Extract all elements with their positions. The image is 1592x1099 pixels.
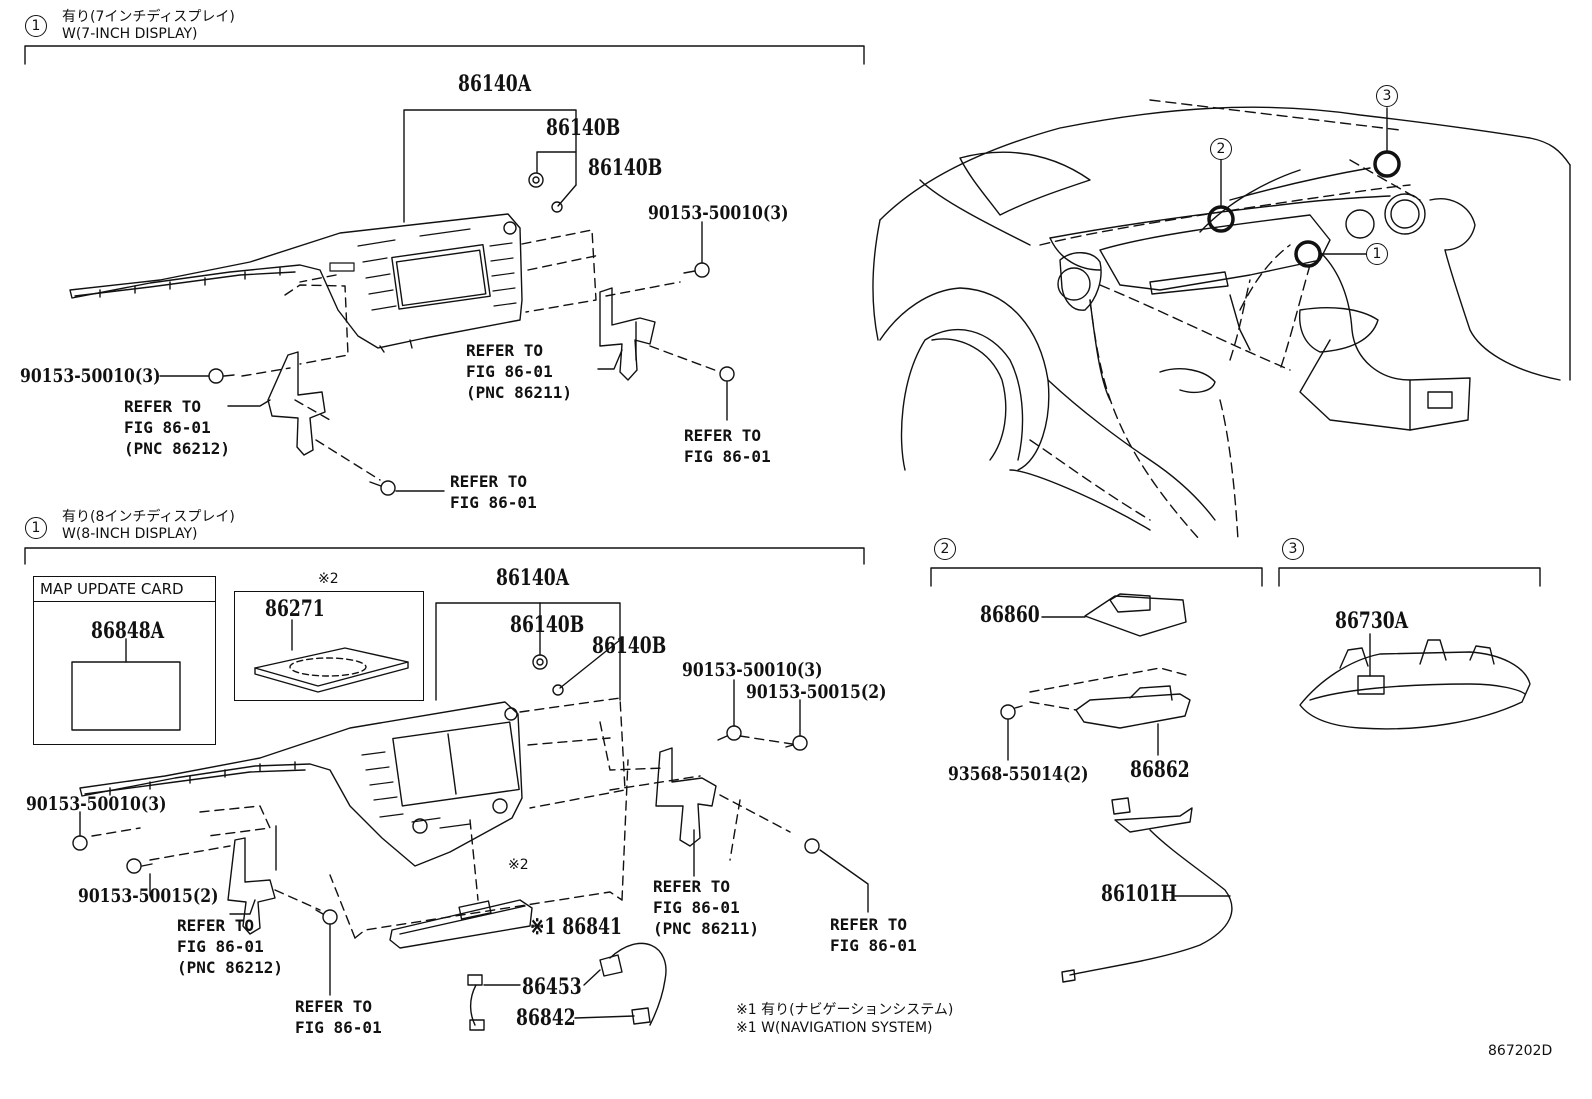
note-marker: ※2 <box>318 571 339 587</box>
part-number-90153-50010: 90153-50010(3) <box>682 659 823 681</box>
refer-note-86211: REFER TO FIG 86-01 (PNC 86211) <box>653 877 759 938</box>
part-number-93568-55014: 93568-55014(2) <box>948 763 1089 785</box>
refer-note: REFER TO FIG 86-01 <box>684 426 771 466</box>
leader-86140a-7 <box>403 109 577 223</box>
section-badge: 2 <box>934 538 956 560</box>
section-r3-bracket <box>1278 567 1541 587</box>
section-badge: 1 <box>25 15 47 37</box>
part-number-90153-50010: 90153-50010(3) <box>648 202 789 224</box>
refer-note: REFER TO FIG 86-01 <box>295 997 382 1037</box>
disc-86271-box: 86271 <box>234 591 424 701</box>
clips-86140b-7 <box>528 172 563 213</box>
part-number-86841: ※1 86841 <box>530 914 623 940</box>
section-title-en: W(7-INCH DISPLAY) <box>62 26 198 42</box>
refer-note-86212: REFER TO FIG 86-01 (PNC 86212) <box>177 916 283 977</box>
bracket-86212-7 <box>267 351 326 456</box>
harness-86453 <box>467 942 667 1031</box>
map-update-card-box: MAP UPDATE CARD 86848A <box>33 576 216 745</box>
refer-note: REFER TO FIG 86-01 <box>830 915 917 955</box>
bracket-86211-7 <box>599 287 656 381</box>
part-number-86140b: 86140B <box>546 115 621 141</box>
note-marker: ※2 <box>508 857 529 873</box>
section2-bracket <box>24 547 865 565</box>
panel-8inch <box>79 701 523 867</box>
section-title-jp: 有り(7インチディスプレイ) <box>62 9 235 25</box>
nav-unit-86841 <box>389 899 533 949</box>
part-number-86140b: 86140B <box>510 612 585 638</box>
figure-code: 867202D <box>1488 1043 1553 1059</box>
leader-86140b-7 <box>536 134 577 173</box>
part-number-86140b: 86140B <box>592 633 667 659</box>
section1-bracket <box>24 45 865 65</box>
refer-note: REFER TO FIG 86-01 <box>450 472 537 512</box>
panel-7inch <box>69 213 523 353</box>
part-number-86140a: 86140A <box>458 71 532 97</box>
footnote-en: ※1 W(NAVIGATION SYSTEM) <box>736 1020 933 1036</box>
part-number-86101h: 86101H <box>1101 881 1177 907</box>
part-number-86842: 86842 <box>516 1005 576 1031</box>
part-number-86271: 86271 <box>265 596 325 622</box>
overhead-console-86730a <box>1299 639 1531 730</box>
part-number-90153-50010: 90153-50010(3) <box>20 365 161 387</box>
part-number-86140a: 86140A <box>496 565 570 591</box>
part-number-90153-50015: 90153-50015(2) <box>746 681 887 703</box>
car-dashed-guides <box>1029 99 1421 541</box>
refer-note-86212: REFER TO FIG 86-01 (PNC 86212) <box>124 397 230 458</box>
section-title-en: W(8-INCH DISPLAY) <box>62 526 198 542</box>
part-number-90153-50015: 90153-50015(2) <box>78 885 219 907</box>
part-number-90153-50010: 90153-50010(3) <box>26 793 167 815</box>
callout-badge: 2 <box>1210 138 1232 160</box>
part-number-86860: 86860 <box>980 602 1040 628</box>
screws-7 <box>208 262 735 496</box>
section-r2-bracket <box>930 567 1263 587</box>
section-badge: 3 <box>1282 538 1304 560</box>
part-number-86848a: 86848A <box>91 618 165 644</box>
map-update-card-title: MAP UPDATE CARD <box>40 580 184 598</box>
refer-note-86211: REFER TO FIG 86-01 (PNC 86211) <box>466 341 572 402</box>
part-number-86453: 86453 <box>522 974 582 1000</box>
part-number-86730a: 86730A <box>1335 608 1409 634</box>
section-title-jp: 有り(8インチディスプレイ) <box>62 509 235 525</box>
callout-badge: 1 <box>1366 243 1388 265</box>
part-number-86140b: 86140B <box>588 155 663 181</box>
dashed-guides-7 <box>241 229 721 481</box>
footnote-jp: ※1 有り(ナビゲーションシステム) <box>736 1002 954 1018</box>
car-interior-view <box>872 106 1571 531</box>
callout-badge: 3 <box>1376 85 1398 107</box>
dashed-guides-8 <box>91 697 793 939</box>
section-badge: 1 <box>25 517 47 539</box>
part-number-86862: 86862 <box>1130 757 1190 783</box>
